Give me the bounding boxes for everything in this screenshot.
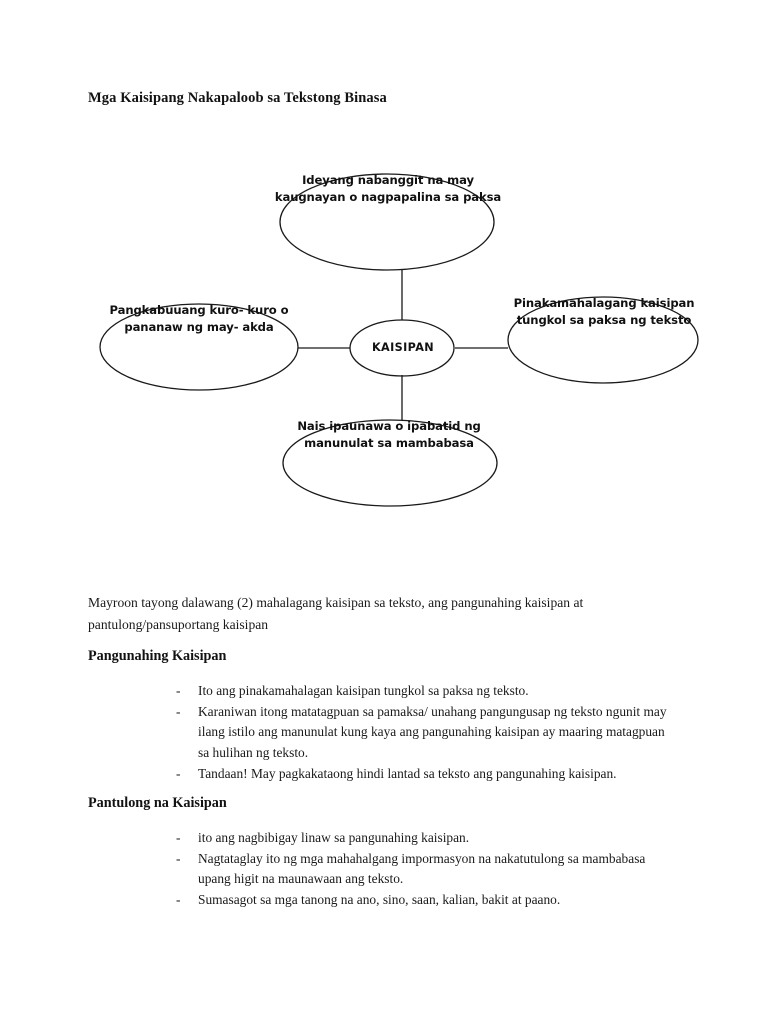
node-ellipse-bottom bbox=[282, 419, 498, 507]
bullet-text: Sumasagot sa mga tanong na ano, sino, sa… bbox=[198, 891, 561, 907]
bullet-text: Ito ang pinakamahalagan kaisipan tungkol… bbox=[198, 683, 529, 698]
node-label-top-line1: Ideyang nabanggit na may bbox=[302, 173, 474, 187]
bullet-list-pangunahing: - Ito ang pinakamahalagan kaisipan tungk… bbox=[176, 681, 678, 784]
bullet-marker: - bbox=[176, 891, 181, 907]
bullet-text: Nagtataglay ito ng mga mahahalgang impor… bbox=[198, 850, 646, 887]
list-item: - Nagtataglay ito ng mga mahahalgang imp… bbox=[176, 849, 678, 890]
node-label-right-line1: Pinakamahalagang kaisipan bbox=[513, 296, 695, 310]
page-title: Mga Kaisipang Nakapaloob sa Tekstong Bin… bbox=[88, 90, 387, 106]
list-item: - Sumasagot sa mga tanong na ano, sino, … bbox=[176, 890, 678, 911]
node-label-left-line2: pananaw ng may- akda bbox=[124, 319, 274, 334]
intro-paragraph: Mayroon tayong dalawang (2) mahalagang k… bbox=[88, 595, 584, 633]
bullet-marker: - bbox=[176, 683, 181, 698]
bullet-marker: - bbox=[176, 850, 181, 866]
node-ellipse-right bbox=[507, 296, 699, 384]
list-item: - Karaniwan itong matatagpuan sa pamaksa… bbox=[176, 702, 678, 764]
node-label-right: Pinakamahalagang kaisipan tungkol sa pak… bbox=[506, 295, 702, 329]
bullet-marker: - bbox=[176, 703, 181, 719]
node-label-bottom: Nais ipaunawa o ipabatid ng manunulat sa… bbox=[280, 418, 498, 452]
bullet-text: Tandaan! May pagkakataong hindi lantad s… bbox=[198, 765, 617, 781]
bullet-text: ito ang nagbibigay linaw sa pangunahing … bbox=[198, 830, 470, 845]
node-label-left-line1: Pangkabuuang kuro- kuro o bbox=[109, 303, 289, 317]
list-item: - Tandaan! May pagkakataong hindi lantad… bbox=[176, 764, 678, 785]
node-ellipse-left bbox=[99, 303, 299, 391]
node-label-right-line2: tungkol sa paksa ng teksto bbox=[516, 312, 692, 327]
list-item: - ito ang nagbibigay linaw sa pangunahin… bbox=[176, 828, 678, 849]
node-label-top-line2: kaugnayan o nagpapalina sa paksa bbox=[274, 189, 502, 204]
node-label-left: Pangkabuuang kuro- kuro o pananaw ng may… bbox=[98, 302, 300, 336]
diagram-canvas bbox=[99, 173, 699, 507]
node-ellipse-top bbox=[279, 173, 495, 271]
node-label-bottom-line2: manunulat sa mambabasa bbox=[304, 435, 474, 450]
node-label-center: KAISIPAN bbox=[371, 341, 435, 354]
bullet-text: Karaniwan itong matatagpuan sa pamaksa/ … bbox=[198, 703, 667, 760]
list-item: - Ito ang pinakamahalagan kaisipan tungk… bbox=[176, 681, 678, 702]
section-heading-pangunahing: Pangunahing Kaisipan bbox=[88, 648, 227, 664]
node-label-bottom-line1: Nais ipaunawa o ipabatid ng bbox=[297, 419, 481, 433]
bullet-marker: - bbox=[176, 830, 181, 845]
bullet-marker: - bbox=[176, 765, 181, 781]
node-ellipse-center bbox=[349, 319, 455, 377]
kaisipan-concept-diagram: Ideyang nabanggit na may kaugnayan o nag… bbox=[0, 150, 768, 530]
bullet-list-pantulong: - ito ang nagbibigay linaw sa pangunahin… bbox=[176, 828, 678, 911]
section-heading-pantulong: Pantulong na Kaisipan bbox=[88, 795, 227, 811]
node-label-top: Ideyang nabanggit na may kaugnayan o nag… bbox=[272, 172, 504, 206]
